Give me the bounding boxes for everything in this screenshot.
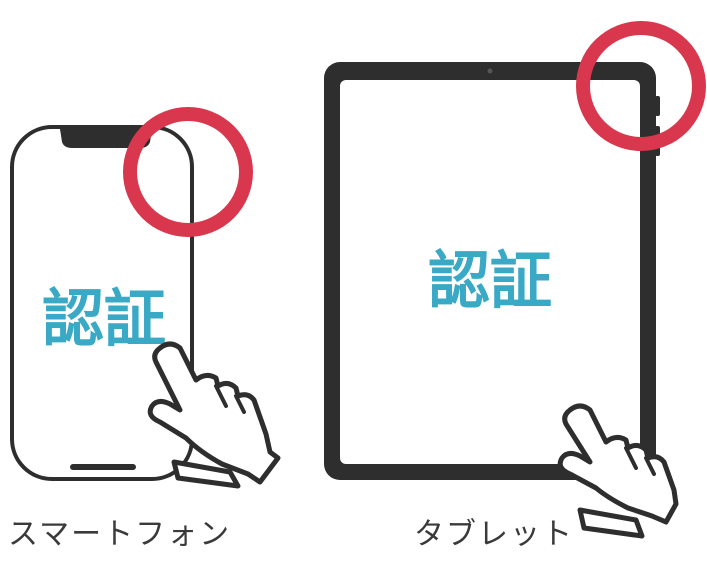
smartphone-label: スマートフォン: [8, 517, 232, 552]
phone-notch: [60, 129, 152, 148]
tablet-side-button: [655, 96, 660, 116]
tablet-label: タブレット: [414, 517, 574, 552]
tablet-icon: 認証: [324, 62, 660, 480]
phone-auth-text: 認証: [42, 282, 166, 355]
phone-pointing-hand-icon: [147, 341, 281, 489]
tablet-camera: [487, 68, 493, 74]
tablet-auth-text: 認証: [428, 244, 552, 317]
phone-home-indicator: [70, 464, 136, 470]
phone-highlight-ring-icon: [123, 107, 253, 237]
tablet-highlight-ring-icon: [576, 21, 706, 151]
tablet-pointing-hand-icon: [557, 403, 679, 539]
